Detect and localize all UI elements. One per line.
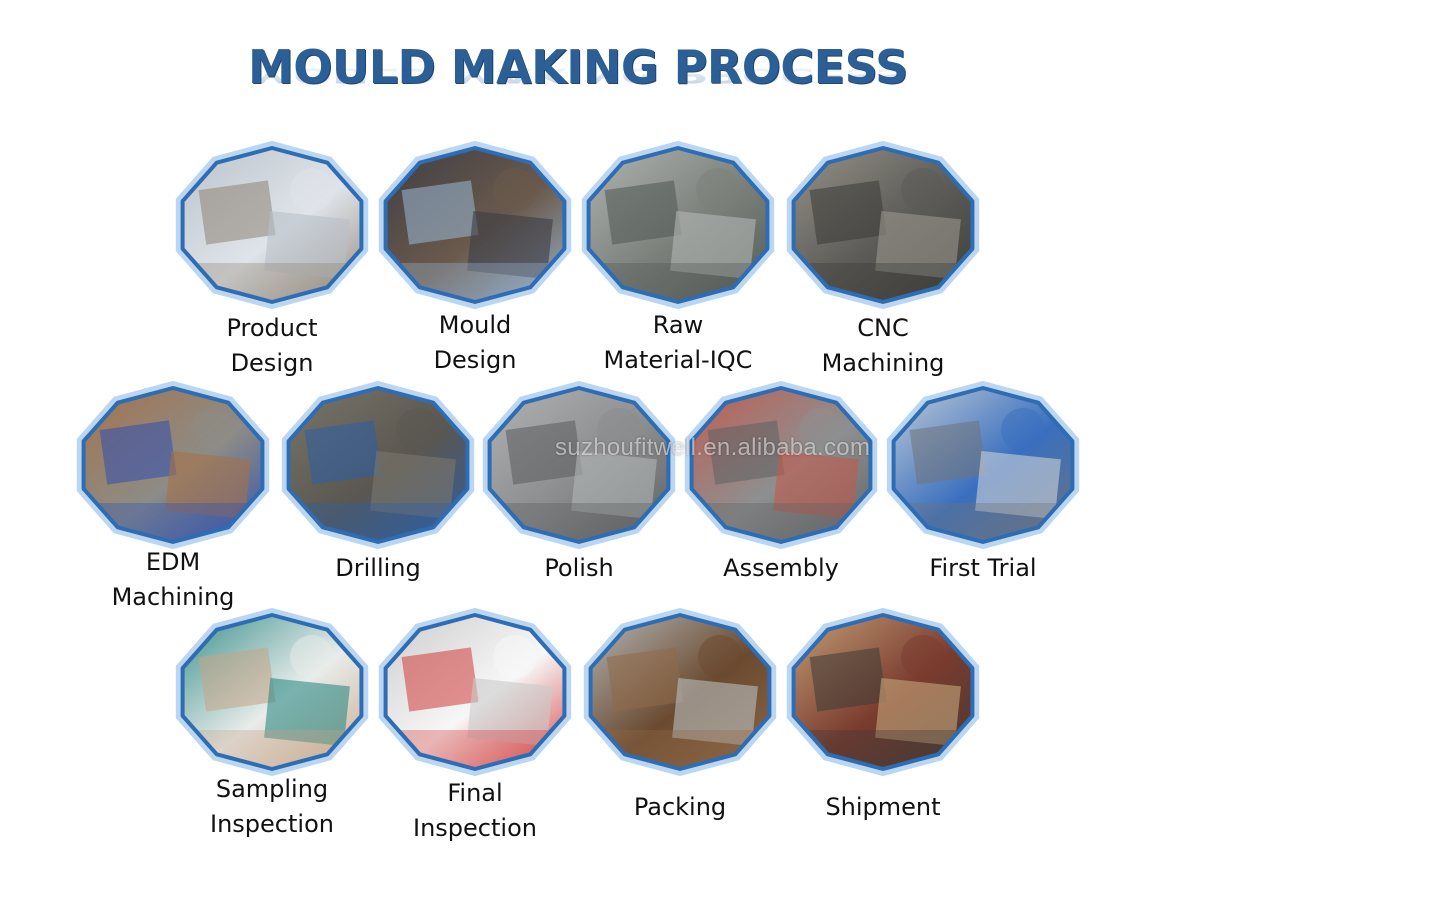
step-sampling-inspection: Sampling Inspection — [172, 607, 372, 838]
shipment-photo-badge — [786, 607, 980, 777]
badge-frame — [383, 146, 567, 304]
drilling-photo-badge — [281, 380, 475, 550]
step-label: Mould Design — [433, 311, 517, 374]
watermark-text: suzhoufitwell.en.alibaba.com — [555, 434, 871, 461]
badge-glow — [281, 380, 475, 550]
raw-material-iqc-photo-badge — [581, 140, 775, 310]
step-label: Assembly — [723, 554, 839, 582]
inspection-report-photo — [386, 616, 564, 768]
step-label: Sampling Inspection — [210, 775, 334, 838]
cnc-machine-photo — [794, 149, 972, 301]
step-label: Final Inspection — [413, 779, 537, 842]
badge-frame — [180, 146, 364, 304]
drilling-machine-photo — [289, 389, 467, 541]
badge-frame — [791, 613, 975, 771]
badge-frame — [81, 386, 265, 544]
step-label: Raw Material-IQC — [603, 311, 753, 374]
step-raw-material-iqc: Raw Material-IQC — [578, 140, 778, 374]
sampling-inspection-photo-badge — [175, 607, 369, 777]
badge-frame — [588, 613, 772, 771]
badge-frame — [180, 613, 364, 771]
step-label: Product Design — [226, 314, 318, 377]
step-shipment: Shipment — [783, 607, 983, 821]
badge-glow — [581, 140, 775, 310]
step-label: CNC Machining — [821, 314, 945, 377]
badge-frame — [383, 613, 567, 771]
badge-glow — [684, 380, 878, 550]
first-trial-photo-badge — [886, 380, 1080, 550]
packing-photo-badge — [583, 607, 777, 777]
steel-blocks-photo — [589, 149, 767, 301]
shipping-container-photo — [794, 616, 972, 768]
step-label: First Trial — [929, 554, 1037, 582]
badge-frame — [891, 386, 1075, 544]
badge-glow — [175, 140, 369, 310]
badge-frame — [791, 146, 975, 304]
step-polish: Polish — [479, 380, 679, 582]
step-first-trial: First Trial — [883, 380, 1083, 582]
step-label: Drilling — [335, 554, 421, 582]
final-inspection-photo-badge — [378, 607, 572, 777]
injection-machine-photo — [894, 389, 1072, 541]
cad-workstation-photo — [386, 149, 564, 301]
badge-glow — [482, 380, 676, 550]
step-product-design: Product Design — [172, 140, 372, 377]
mould-design-photo-badge — [378, 140, 572, 310]
step-edm-machining: EDM Machining — [73, 380, 273, 611]
page-title: MOULD MAKING PROCESS — [248, 40, 908, 94]
product-design-photo-badge — [175, 140, 369, 310]
sketch-drawing-photo — [183, 149, 361, 301]
badge-frame — [689, 386, 873, 544]
assembly-photo-badge — [684, 380, 878, 550]
mould-polishing-photo — [490, 389, 668, 541]
badge-glow — [583, 607, 777, 777]
badge-glow — [886, 380, 1080, 550]
badge-glow — [786, 140, 980, 310]
badge-frame — [286, 386, 470, 544]
badge-glow — [76, 380, 270, 550]
badge-glow — [175, 607, 369, 777]
badge-glow — [378, 607, 572, 777]
step-packing: Packing — [580, 607, 780, 821]
edm-machining-photo-badge — [76, 380, 270, 550]
cnc-machining-photo-badge — [786, 140, 980, 310]
badge-frame — [586, 146, 770, 304]
mould-assembly-photo — [692, 389, 870, 541]
step-label: Packing — [633, 793, 727, 821]
step-final-inspection: Final Inspection — [375, 607, 575, 842]
step-label: Polish — [544, 554, 614, 582]
step-cnc-machining: CNC Machining — [783, 140, 983, 377]
badge-frame — [487, 386, 671, 544]
step-label: EDM Machining — [111, 548, 235, 611]
step-label: Shipment — [825, 793, 941, 821]
edm-electrode-photo — [84, 389, 262, 541]
step-drilling: Drilling — [278, 380, 478, 582]
badge-glow — [378, 140, 572, 310]
wooden-crate-photo — [591, 616, 769, 768]
caliper-measuring-photo — [183, 616, 361, 768]
step-assembly: Assembly — [681, 380, 881, 582]
step-mould-design: Mould Design — [375, 140, 575, 374]
title-block: MOULD MAKING PROCESS MOULD MAKING PROCES… — [248, 40, 968, 130]
badge-glow — [786, 607, 980, 777]
polish-photo-badge — [482, 380, 676, 550]
page-title-reflection: MOULD MAKING PROCESS — [248, 63, 908, 88]
